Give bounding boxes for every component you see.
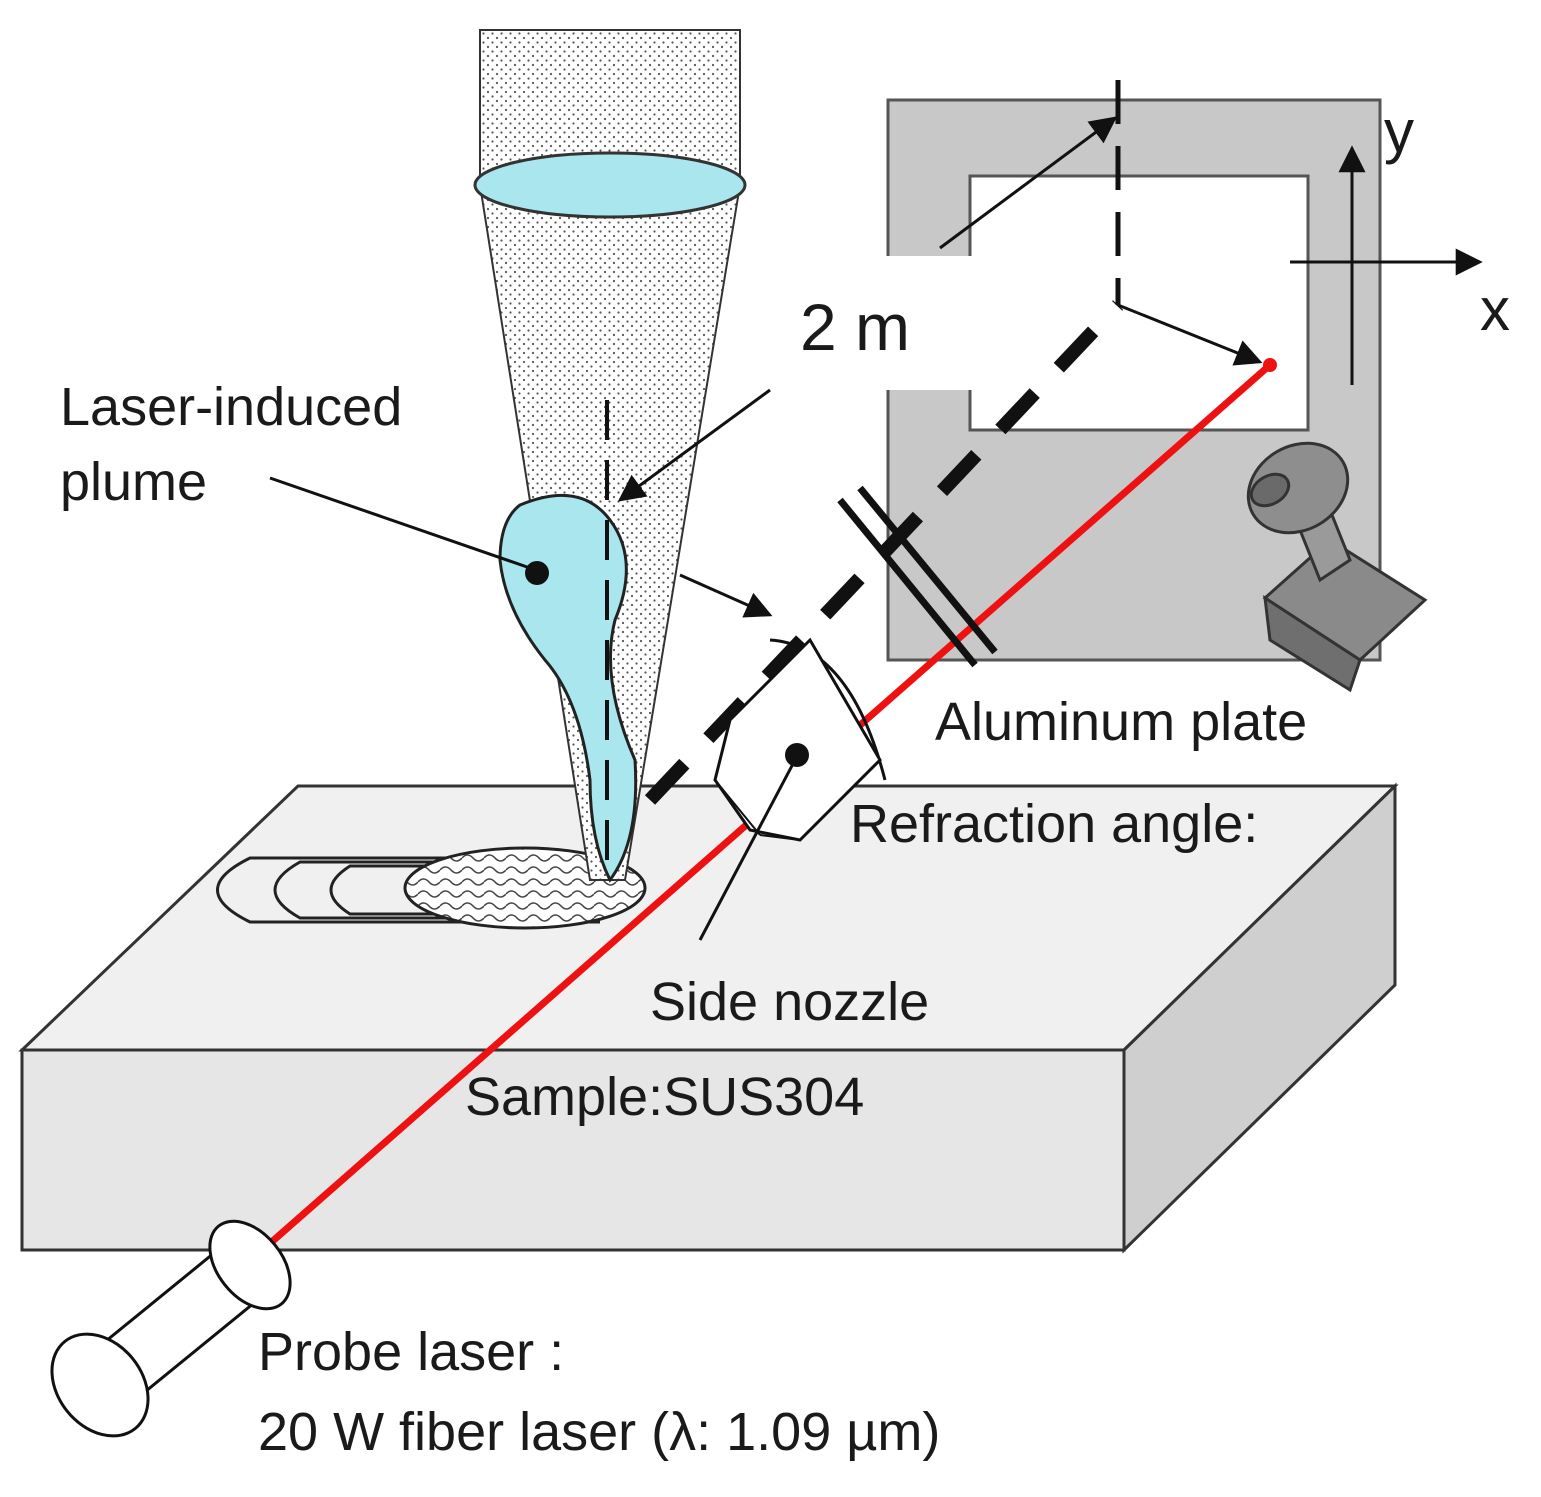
plume-point-marker [525, 561, 549, 585]
molten-pool [403, 846, 647, 930]
aluminum-plate-label: Aluminum plate [935, 692, 1307, 752]
probe-laser-label-line-1: Probe laser : [258, 1322, 564, 1382]
plume-label-line-2: plume [60, 452, 207, 512]
distance-leader-top [939, 116, 1118, 250]
sample-side-face [1122, 782, 1397, 1254]
plume-leader [269, 476, 531, 570]
filter-plates [837, 485, 998, 668]
cylinder-icon [50, 1219, 292, 1438]
deflection-arrow [1117, 303, 1263, 366]
plume-to-nozzle-arrow [679, 573, 773, 618]
laser-induced-plume [498, 400, 638, 883]
side-nozzle-label: Side nozzle [650, 972, 929, 1032]
side-nozzle [713, 637, 887, 842]
aluminum-plate [866, 98, 1382, 662]
axis-y-label: y [1384, 98, 1414, 165]
leader-lines [269, 116, 1118, 941]
plume-label-line-1: Laser-induced [60, 377, 402, 437]
camera-icon [1246, 441, 1428, 693]
probe-laser-beam [157, 362, 1273, 1343]
probe-laser-label-line-2: 20 W fiber laser (λ: 1.09 µm) [258, 1402, 940, 1462]
distance-label-background [866, 256, 986, 390]
nozzle-gas-flow [769, 638, 887, 781]
distance-leader-bottom [617, 388, 771, 502]
sample-label: Sample:SUS304 [465, 1067, 864, 1127]
deflection-vector [1115, 80, 1263, 366]
refraction-angle-label: Refraction angle: [850, 794, 1258, 854]
weld-bead [216, 846, 647, 930]
distance-label: 2 m [800, 290, 910, 364]
xy-axes: y x [1290, 98, 1510, 385]
plume-shape [498, 493, 638, 883]
nozzle-point-marker [785, 743, 809, 767]
lens-icon [473, 151, 747, 219]
axis-x-label: x [1480, 276, 1510, 343]
aluminum-plate-window [968, 174, 1310, 432]
beam-spot [1263, 358, 1277, 372]
nozzle-leader [698, 759, 797, 941]
sample-block [18, 782, 1399, 1254]
